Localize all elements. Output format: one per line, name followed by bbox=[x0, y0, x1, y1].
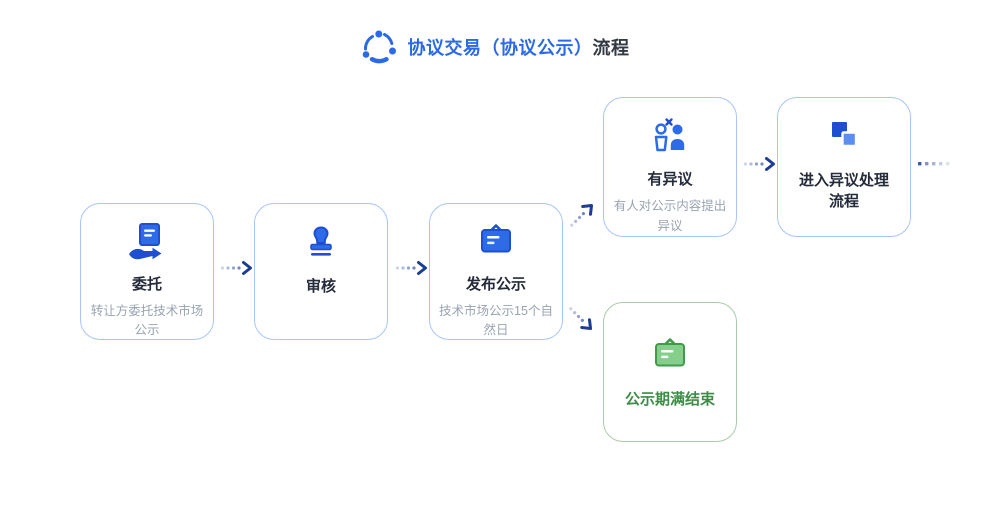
node-description: 技术市场公示15个自然日 bbox=[439, 304, 553, 338]
hand-holding-document-icon bbox=[125, 221, 169, 265]
page-title: 协议交易（协议公示）流程 bbox=[408, 34, 630, 60]
node-label: 发布公示 bbox=[465, 276, 526, 293]
stamp-icon bbox=[299, 221, 343, 267]
flow-node-entrust: 委托 转让方委托技术市场公示 bbox=[80, 203, 214, 340]
overlapping-squares-icon bbox=[822, 115, 866, 161]
flow-node-review: 审核 bbox=[254, 203, 388, 340]
node-label: 公示期满结束 bbox=[624, 391, 715, 408]
node-description: 有人对公示内容提出异议 bbox=[613, 199, 727, 233]
node-label: 审核 bbox=[305, 278, 336, 295]
page-header: 协议交易（协议公示）流程 bbox=[0, 29, 990, 65]
arrow-objection-to-process bbox=[743, 157, 775, 171]
arrow-publish-to-end bbox=[569, 307, 593, 331]
continuation-dots bbox=[918, 162, 950, 166]
arrow-publish-to-objection bbox=[570, 203, 594, 227]
arrow-review-to-publish bbox=[395, 261, 427, 275]
flow-node-objection: 有异议 有人对公示内容提出异议 bbox=[603, 97, 737, 237]
notice-board-icon bbox=[474, 221, 518, 265]
node-label: 委托 bbox=[131, 276, 162, 293]
node-description: 转让方委托技术市场公示 bbox=[90, 304, 204, 338]
share-network-icon bbox=[361, 29, 397, 65]
page-title-highlight: 协议交易（协议公示） bbox=[407, 38, 593, 58]
page-title-rest: 流程 bbox=[592, 38, 630, 58]
arrow-entrust-to-review bbox=[220, 261, 252, 275]
flow-node-end: 公示期满结束 bbox=[603, 302, 737, 442]
notice-board-green-icon bbox=[648, 334, 692, 380]
flow-node-objection-process: 进入异议处理流程 bbox=[777, 97, 911, 237]
node-label: 进入异议处理流程 bbox=[798, 172, 889, 210]
people-objection-icon bbox=[648, 115, 692, 160]
flow-node-publish: 发布公示 技术市场公示15个自然日 bbox=[429, 203, 563, 340]
node-label: 有异议 bbox=[647, 171, 693, 189]
